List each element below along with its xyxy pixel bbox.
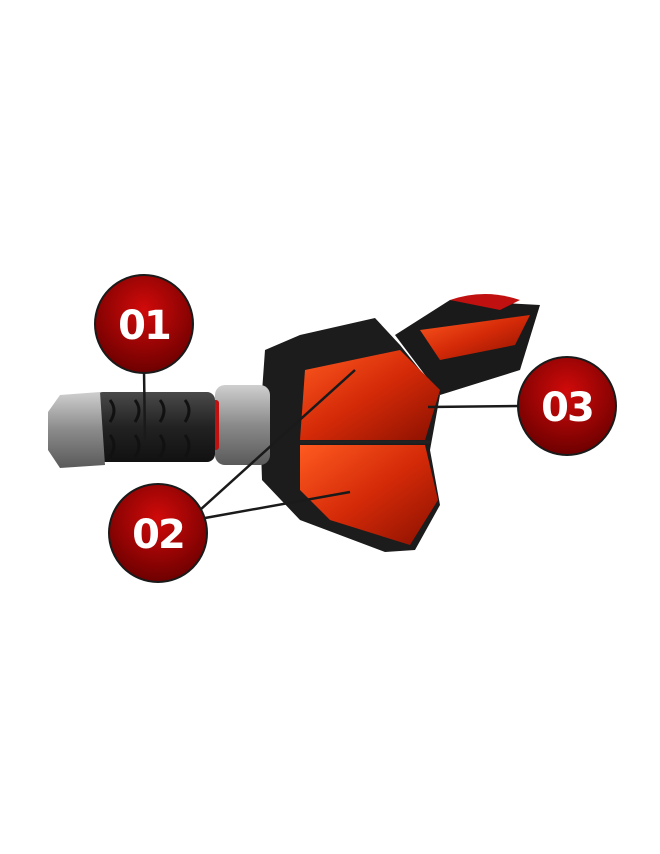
callout-badge-01[interactable]: 01 <box>94 274 194 374</box>
callout-label: 01 <box>118 303 170 349</box>
callout-line-02a <box>199 369 356 511</box>
callout-line-01 <box>142 369 147 441</box>
callout-badge-02[interactable]: 02 <box>108 483 208 583</box>
callout-lines <box>142 369 521 520</box>
callout-line-03 <box>427 404 521 409</box>
device-image <box>48 294 540 552</box>
callout-badge-03[interactable]: 03 <box>517 356 617 456</box>
callout-label: 02 <box>132 512 184 558</box>
callout-label: 03 <box>541 385 593 431</box>
callout-line-02b <box>204 490 351 520</box>
